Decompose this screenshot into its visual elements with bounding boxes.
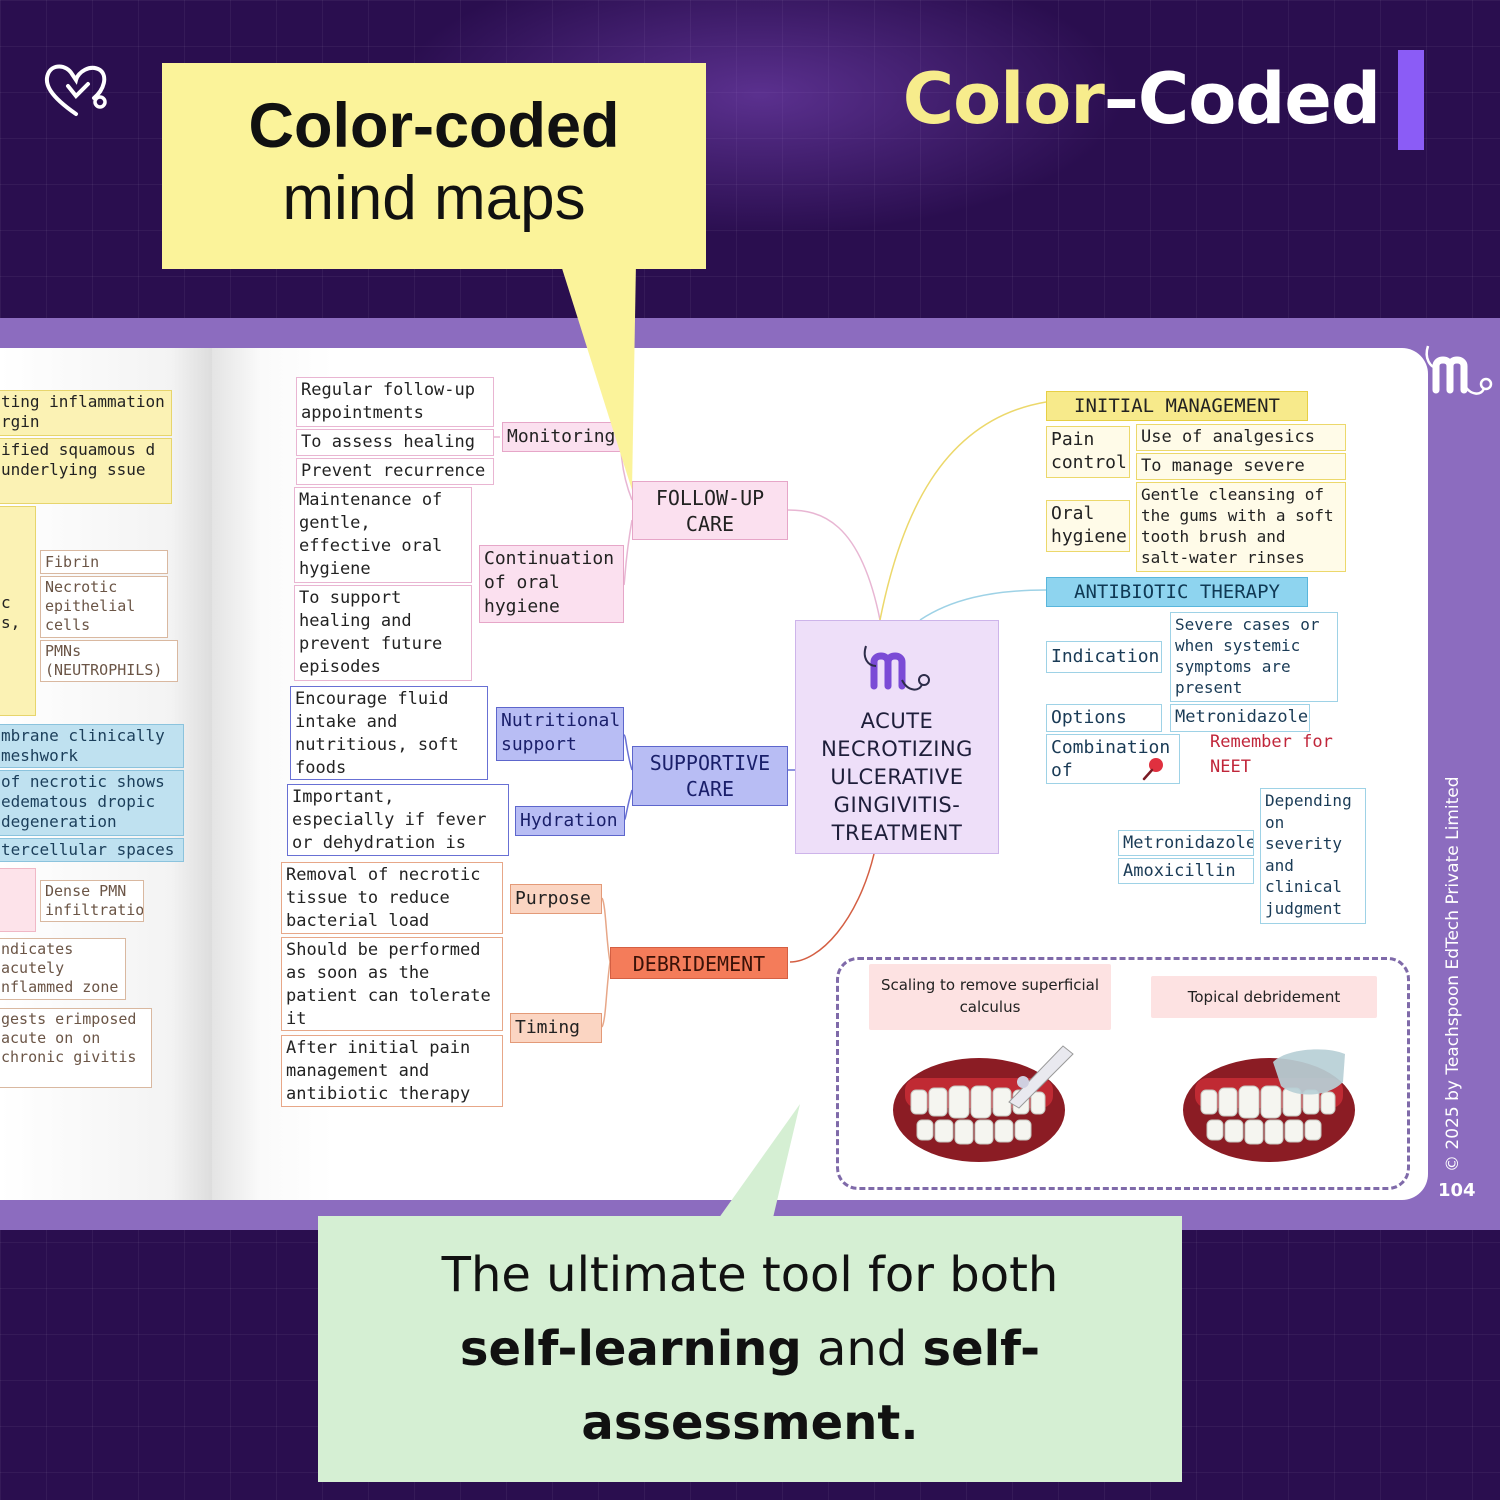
left-node-membrane: mbrane clinically meshwork	[0, 724, 184, 768]
callout-bold-self: self-	[922, 1321, 1041, 1377]
supportive-hydration: Hydration	[515, 806, 625, 836]
teeth-topical-image	[1183, 1049, 1355, 1162]
left-node-pmns: PMNs (NEUTROPHILS)	[40, 640, 178, 682]
callout-top-line2: mind maps	[282, 164, 586, 233]
headline-part2: Coded	[1137, 58, 1381, 140]
center-line-3: ULCERATIVE	[830, 765, 964, 789]
callout-top-line1: Color-coded	[248, 91, 620, 161]
teeth-scaling-image	[893, 1045, 1074, 1162]
branch-followup-care: FOLLOW-UP CARE	[632, 481, 788, 540]
headline-dash: –	[1103, 58, 1139, 140]
left-node-pink	[0, 868, 36, 932]
initial-oral-hygiene: Oral hygiene	[1046, 500, 1130, 552]
initial-item-cleansing: Gentle cleansing of the gums with a soft…	[1136, 482, 1346, 572]
branch-debridement: DEBRIDEMENT	[610, 947, 788, 979]
center-line-5: TREATMENT	[831, 821, 963, 845]
debridement-purpose: Purpose	[510, 884, 602, 914]
pushpin-icon	[1142, 758, 1163, 781]
image-label-topical: Topical debridement	[1151, 976, 1377, 1018]
left-page: ting inflammation rgin ified squamous d …	[0, 348, 214, 1200]
combo-item-amoxicillin: Amoxicillin	[1118, 858, 1254, 884]
left-node-1: ting inflammation rgin	[0, 390, 172, 436]
antibiotic-item-metronidazole: Metronidazole	[1170, 704, 1310, 732]
remember-for-neet: Remember for NEET	[1210, 732, 1333, 777]
left-node-fibrin: Fibrin	[40, 550, 168, 574]
left-node-3: c s,	[0, 506, 36, 716]
left-node-dense-pmn: Dense PMN infiltration	[40, 880, 144, 922]
followup-monitoring: Monitoring	[502, 422, 622, 452]
callout-ultimate-tool: The ultimate tool for both self-learning…	[318, 1216, 1182, 1482]
antibiotic-options: Options	[1046, 704, 1162, 732]
headline-part1: Color	[902, 58, 1105, 140]
callout-bold-self-learning: self-learning	[459, 1321, 802, 1377]
debridement-item-asap: Should be performed as soon as the patie…	[281, 937, 503, 1031]
accent-bar	[1398, 50, 1424, 150]
antibiotic-item-depending: Depending on severity and clinical judgm…	[1260, 788, 1366, 924]
followup-item-recurrence: Prevent recurrence	[296, 458, 494, 485]
callout-mind-maps: Color-coded mind maps	[162, 63, 706, 269]
followup-continuation: Continuation of oral hygiene	[479, 545, 624, 623]
m-stethoscope-logo	[863, 645, 930, 691]
center-line-2: NECROTIZING	[821, 737, 973, 761]
supportive-item-fluid: Encourage fluid intake and nutritious, s…	[290, 686, 488, 780]
initial-item-analgesics: Use of analgesics	[1136, 424, 1346, 451]
m-stethoscope-logo-corner	[1425, 345, 1493, 395]
branch-supportive-care: SUPPORTIVE CARE	[632, 746, 788, 806]
left-node-necrotic: Necrotic epithelial cells	[40, 576, 168, 638]
left-node-spaces: tercellular spaces	[0, 838, 184, 862]
center-line-4: GINGIVITIS-	[833, 793, 961, 817]
headline-title: Color–Coded	[902, 58, 1381, 140]
followup-item-maintenance: Maintenance of gentle, effective oral hy…	[294, 487, 472, 583]
debridement-images: Scaling to remove superficial calculus T…	[836, 957, 1410, 1190]
debridement-timing: Timing	[510, 1013, 602, 1043]
callout-bold-assessment: assessment.	[581, 1395, 919, 1451]
supportive-nutritional: Nutritional support	[496, 707, 624, 761]
left-node-2: ified squamous d underlying ssue	[0, 438, 172, 504]
branch-antibiotic-therapy: ANTIBIOTIC THERAPY	[1046, 577, 1308, 607]
left-node-edematous: of necrotic shows edematous dropic degen…	[0, 770, 184, 836]
callout-bottom-line1: The ultimate tool for both	[441, 1247, 1059, 1303]
followup-item-healing: To assess healing	[296, 429, 494, 456]
image-label-scaling: Scaling to remove superficial calculus	[869, 964, 1111, 1030]
antibiotic-item-severe: Severe cases or when systemic symptoms a…	[1170, 612, 1338, 702]
debridement-item-after: After initial pain management and antibi…	[281, 1035, 503, 1107]
page-number: 104	[1438, 1180, 1476, 1201]
antibiotic-indications: Indications	[1046, 641, 1162, 673]
initial-pain-control: Pain control	[1046, 426, 1130, 478]
debridement-item-removal: Removal of necrotic tissue to reduce bac…	[281, 862, 503, 934]
supportive-item-hydration: Important, especially if fever or dehydr…	[287, 784, 509, 856]
followup-item-appointments: Regular follow-up appointments	[296, 377, 494, 427]
left-node-suggests: gests erimposed acute on on chronic givi…	[0, 1008, 152, 1088]
followup-item-support: To support healing and prevent future ep…	[294, 585, 472, 681]
center-line-1: ACUTE	[860, 709, 934, 733]
left-node-indicates: ndicates acutely nflammed zone	[0, 938, 126, 1000]
callout-and: and	[801, 1321, 923, 1377]
branch-initial-management: INITIAL MANAGEMENT	[1046, 391, 1308, 421]
initial-item-severe-pain: To manage severe pain	[1136, 453, 1346, 480]
heart-stethoscope-icon	[44, 64, 107, 116]
combo-item-metronidazole: Metronidazole	[1118, 830, 1254, 856]
